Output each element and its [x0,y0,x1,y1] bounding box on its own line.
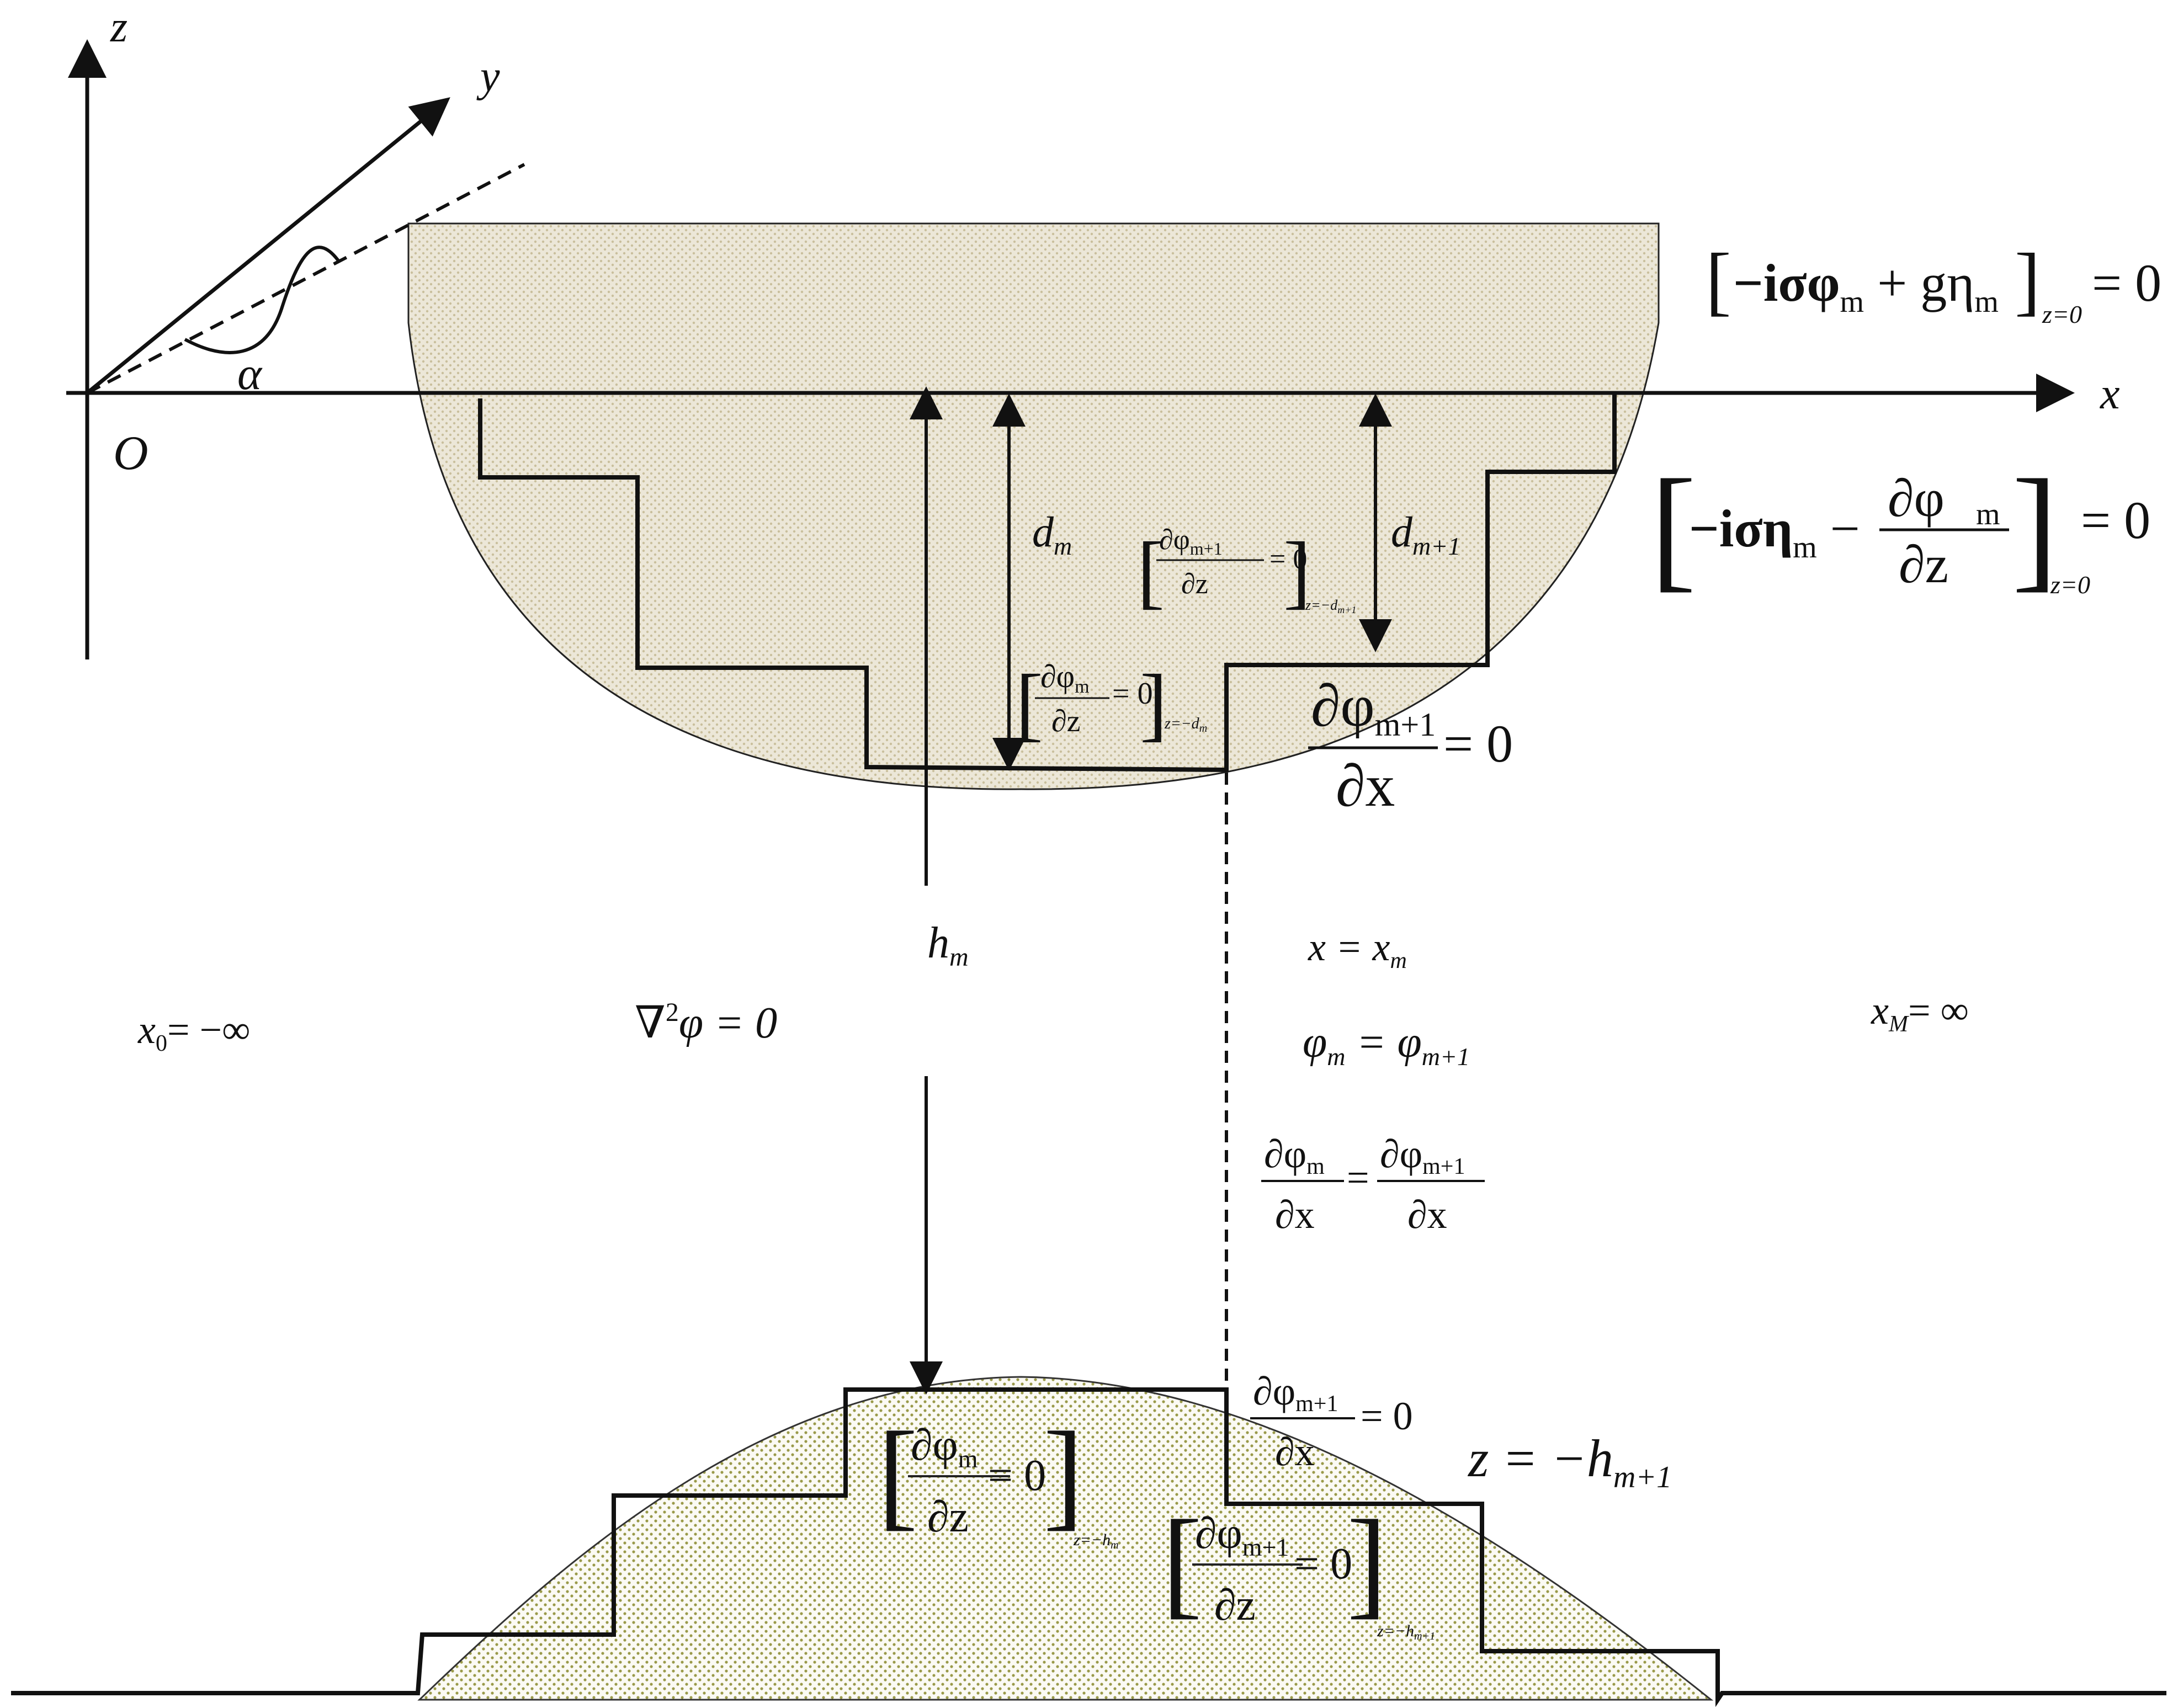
svg-text:= 0: = 0 [2092,253,2161,312]
svg-text:= 0: = 0 [1443,714,1513,773]
y-axis-label: y [476,52,500,101]
svg-text:−iσφm + gηm: −iσφm + gηm [1733,253,1999,319]
svg-text:∂φm: ∂φm [1264,1132,1325,1179]
laplace-label: ∇2φ = 0 [635,998,777,1047]
stepped-body-profile [478,393,1617,773]
svg-text:]: ] [1140,658,1167,749]
body-wall-condition: ∂φm+1 ∂x = 0 [1308,673,1513,819]
svg-text:∂x: ∂x [1336,753,1395,819]
seabed-depth-label: z = −hm+1 [1467,1429,1672,1494]
wave-direction-dashed [86,163,525,395]
stepped-seabed-profile [11,1387,2166,1707]
svg-text:= 0: = 0 [1112,677,1153,711]
svg-text:=: = [1347,1156,1369,1200]
origin-label: O [113,427,148,480]
svg-text:∂φm: ∂φm [911,1421,978,1473]
svg-text:∂φm+1: ∂φm+1 [1195,1509,1289,1561]
svg-text:∂z: ∂z [1214,1581,1256,1630]
potential-continuity-label: φm = φm+1 [1303,1018,1470,1071]
svg-text:]: ] [1347,1495,1387,1630]
svg-text:z=0: z=0 [2042,300,2082,328]
svg-text:z=−dm+1: z=−dm+1 [1305,597,1356,615]
x-axis-label: x [2100,370,2120,418]
svg-text:∂x: ∂x [1275,1430,1315,1474]
svg-text:]: ] [1043,1407,1083,1541]
svg-text:[: [ [1016,658,1043,749]
svg-text:[: [ [1650,451,1696,604]
svg-text:∂φm: ∂φm [1040,658,1090,697]
svg-text:∂φm+1: ∂φm+1 [1311,673,1436,743]
x0-label: x0= −∞ [137,1008,251,1056]
dm1-label: dm+1 [1391,508,1460,560]
svg-text:−iσηm −: −iσηm − [1689,499,1860,565]
svg-text:= 0: = 0 [1269,544,1307,575]
svg-text:= 0: = 0 [2081,491,2150,550]
surface-condition-1: [ −iσφm + gηm ] z=0 = 0 [1706,238,2161,328]
hm-label: hm [927,919,969,972]
svg-text:]: ] [1283,525,1311,617]
xM-label: xM= ∞ [1871,988,1969,1037]
svg-text:]: ] [2012,451,2058,604]
svg-text:∂φm+1: ∂φm+1 [1380,1132,1465,1179]
velocity-continuity-label: ∂φm ∂x = ∂φm+1 ∂x [1261,1132,1485,1237]
svg-text:∂z: ∂z [1181,568,1208,600]
svg-text:= 0: = 0 [988,1451,1046,1500]
svg-text:z=0: z=0 [2050,571,2090,599]
svg-text:z=−dm: z=−dm [1164,715,1207,735]
floating-body-shape [407,222,1660,790]
svg-text:= 0: = 0 [1294,1540,1352,1588]
svg-text:m: m [1976,497,2000,531]
dm-label: dm [1032,508,1072,560]
svg-text:[: [ [878,1407,918,1541]
svg-text:[: [ [1162,1495,1202,1630]
svg-text:∂x: ∂x [1407,1193,1447,1237]
svg-text:z=−hm+1: z=−hm+1 [1377,1622,1435,1642]
seabed-bottom-condition-m: [ ∂φm ∂z = 0 ] z=−hm [878,1407,1119,1551]
svg-text:∂φm+1: ∂φm+1 [1253,1369,1338,1417]
body-bottom-condition-m1: [ ∂φm+1 ∂z = 0 ] z=−dm+1 [1137,524,1356,617]
svg-text:∂z: ∂z [927,1493,969,1541]
svg-text:[: [ [1137,525,1165,617]
y-axis [86,97,450,395]
svg-text:∂φm+1: ∂φm+1 [1159,524,1223,558]
svg-text:∂z: ∂z [1899,535,1948,594]
seabed-wall-condition: ∂φm+1 ∂x = 0 [1250,1369,1413,1474]
svg-text:= 0: = 0 [1361,1394,1413,1438]
surface-condition-2: [ −iσηm − ∂φ m ∂z ] z=0 = 0 [1650,451,2150,604]
body-bottom-condition-m: [ ∂φm ∂z = 0 ] z=−dm [1016,658,1207,749]
svg-text:∂z: ∂z [1051,704,1081,738]
svg-text:z=−hm: z=−hm [1073,1531,1119,1551]
seabed-bottom-condition-m1: [ ∂φm+1 ∂z = 0 ] z=−hm+1 [1162,1495,1435,1642]
svg-text:]: ] [2015,238,2041,323]
interface-location-label: x = xm [1308,925,1407,973]
alpha-label: α [237,348,263,400]
svg-text:∂φ: ∂φ [1888,469,1945,528]
z-axis-label: z [110,3,128,51]
svg-text:∂x: ∂x [1275,1193,1315,1237]
incident-wave-curve [184,246,341,354]
svg-text:[: [ [1706,238,1731,323]
seabed-mound-shape [417,1376,1714,1701]
